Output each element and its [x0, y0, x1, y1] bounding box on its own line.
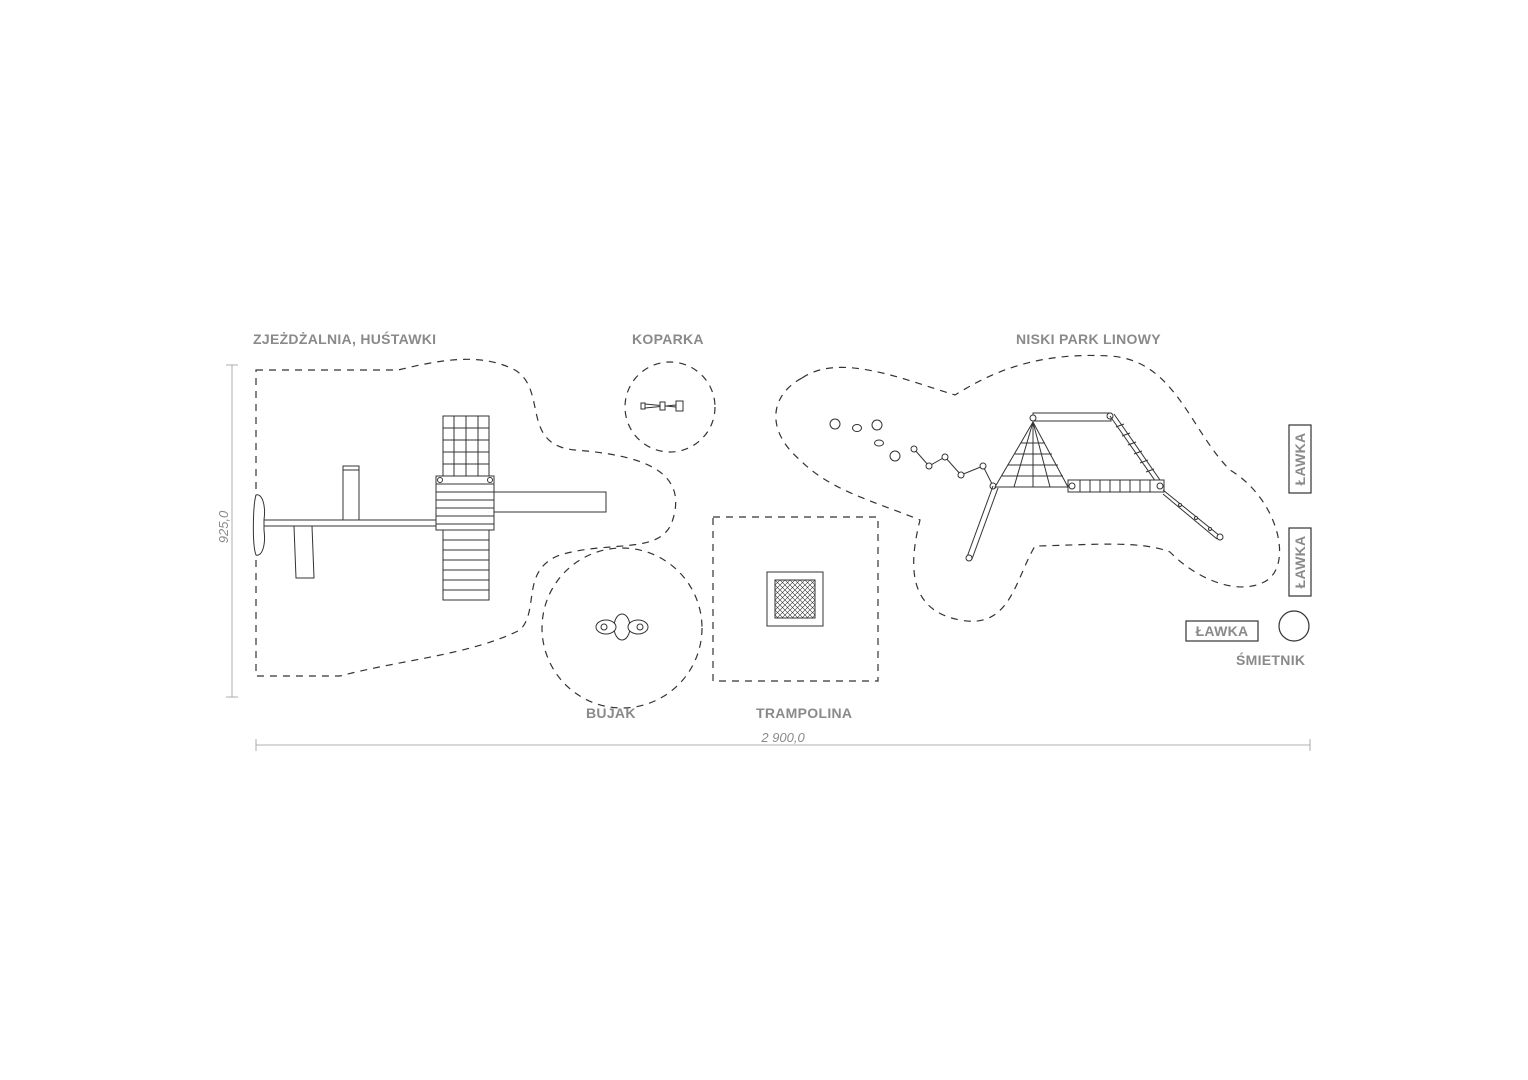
lower-rope: [1162, 489, 1224, 541]
zone-excavator: KOPARKA: [624, 331, 716, 453]
bench-3: ŁAWKA: [1185, 620, 1259, 642]
trash-bin-icon: [1278, 610, 1310, 642]
bench-2-label: ŁAWKA: [1292, 536, 1308, 589]
zone-slide-swings-boundary: [255, 358, 677, 677]
zone-label-slide-swings: ZJEŻDŻALNIA, HUŚTAWKI: [253, 330, 436, 347]
zone-rocker-boundary: [541, 547, 703, 709]
zone-label-rope-park: NISKI PARK LINOWY: [1016, 331, 1161, 347]
rope-park-top-beam: [1032, 412, 1112, 422]
zone-rope-park-boundary: [775, 354, 1281, 622]
rocker-icon: [595, 613, 649, 641]
chain-bridge: [1109, 413, 1161, 483]
bench-1: ŁAWKA: [1288, 424, 1312, 494]
trash-bin-label: ŚMIETNIK: [1236, 651, 1305, 668]
balance-beam: [965, 485, 999, 562]
trash-bin: ŚMIETNIK: [1236, 610, 1310, 668]
swing-seat-icon: [252, 494, 265, 556]
bench-1-label: ŁAWKA: [1292, 433, 1308, 486]
zone-label-trampoline: TRAMPOLINA: [756, 705, 852, 721]
dimension-height-label: 925,0: [216, 510, 231, 543]
zone-rope-park: NISKI PARK LINOWY: [775, 331, 1281, 622]
bench-2: ŁAWKA: [1288, 527, 1312, 597]
zone-label-excavator: KOPARKA: [632, 331, 704, 347]
zone-excavator-boundary: [624, 361, 716, 453]
stepping-stones: [829, 418, 901, 462]
slide: [493, 491, 607, 513]
swing-seat-lower: [293, 525, 315, 579]
excavator-icon: [640, 400, 684, 412]
dimension-width-label: 2 900,0: [760, 730, 805, 745]
pyramid-net: [994, 420, 1069, 488]
tower-ladder: [442, 529, 490, 601]
swing-seat-upper: [342, 465, 360, 521]
dimension-width: 2 900,0: [255, 730, 1311, 751]
zone-trampoline-boundary: [712, 516, 879, 682]
zone-trampoline: TRAMPOLINA: [712, 516, 879, 721]
log-bridge: [1067, 479, 1165, 493]
zone-label-rocker: BUJAK: [586, 705, 636, 721]
zigzag-rope: [910, 445, 997, 490]
zone-slide-swings: ZJEŻDŻALNIA, HUŚTAWKI: [252, 330, 677, 677]
bench-3-label: ŁAWKA: [1196, 623, 1249, 639]
swing-beam: [263, 519, 437, 527]
zone-rocker: BUJAK: [541, 547, 703, 721]
dimension-height: 925,0: [216, 364, 238, 698]
trampoline-icon: [766, 571, 824, 627]
climbing-net: [442, 415, 490, 477]
tower-platform: [435, 475, 495, 531]
